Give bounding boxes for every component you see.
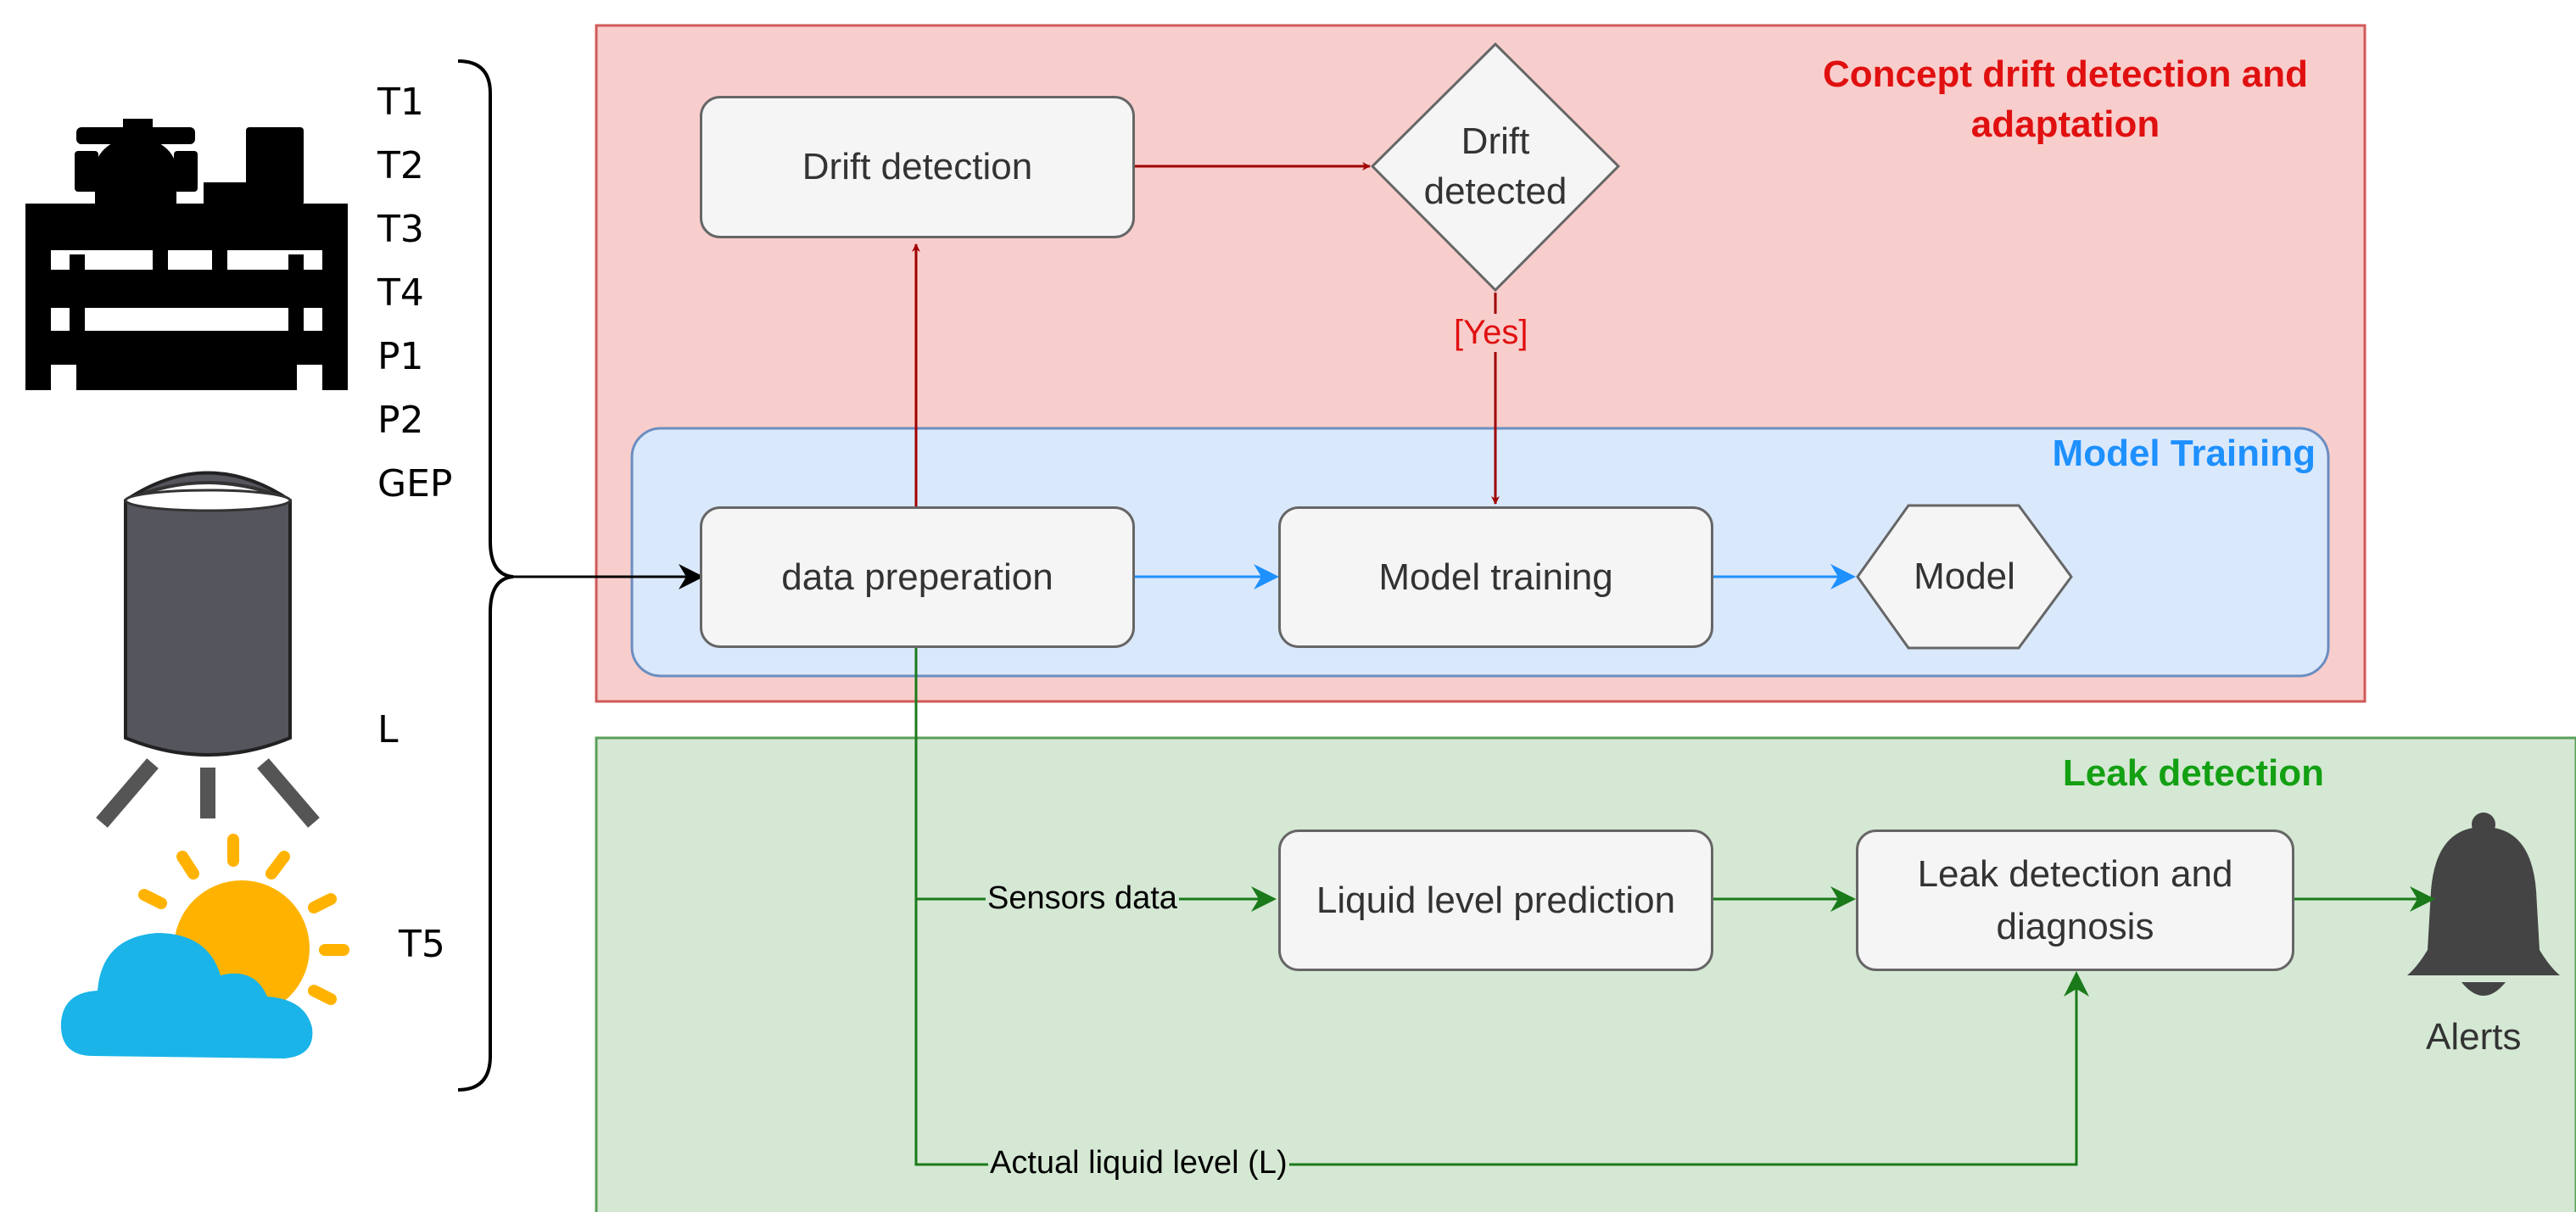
compressor-icon	[25, 119, 348, 390]
yes-label: [Yes]	[1452, 314, 1530, 352]
leak-region-title: Leak detection	[2062, 752, 2324, 794]
drift-region-title: Concept drift detection and adaptation	[1823, 53, 2308, 146]
tank-sensor-label: L	[377, 708, 399, 751]
model-training-node: Model training	[1278, 506, 1713, 648]
weather-sensor-label: T5	[399, 923, 445, 966]
data-preparation-node: data preperation	[700, 506, 1135, 648]
sensor-label: GEP	[377, 462, 453, 505]
drift-decision-label: Drift detected	[1423, 120, 1567, 212]
sensor-label: T2	[377, 144, 424, 187]
drift-decision-diamond	[1370, 42, 1621, 293]
model-label: Model	[1914, 556, 2015, 598]
alerts-label: Alerts	[2426, 1016, 2522, 1058]
tank-icon	[96, 471, 320, 828]
weather-icon	[60, 834, 349, 1058]
model-hexagon	[1856, 504, 2073, 650]
actual-liquid-level-label: Actual liquid level (L)	[988, 1145, 1289, 1181]
leak-diagnosis-node: Leak detection and diagnosis	[1856, 829, 2294, 971]
sensor-label: P2	[377, 399, 424, 442]
leak-region	[595, 736, 2576, 1212]
sensor-brace	[457, 59, 514, 1092]
training-region-title: Model Training	[2052, 433, 2316, 474]
bell-icon	[2407, 813, 2560, 996]
liquid-level-prediction-node: Liquid level prediction	[1278, 829, 1713, 971]
sensor-label: T4	[377, 271, 424, 315]
drift-detection-node: Drift detection	[700, 96, 1135, 238]
sensors-data-label: Sensors data	[986, 880, 1179, 917]
sensor-label: T1	[377, 81, 424, 124]
sensor-label: T3	[377, 208, 424, 251]
sensor-label: P1	[377, 335, 424, 378]
arrow-actual-liquid-level	[914, 899, 2089, 1166]
